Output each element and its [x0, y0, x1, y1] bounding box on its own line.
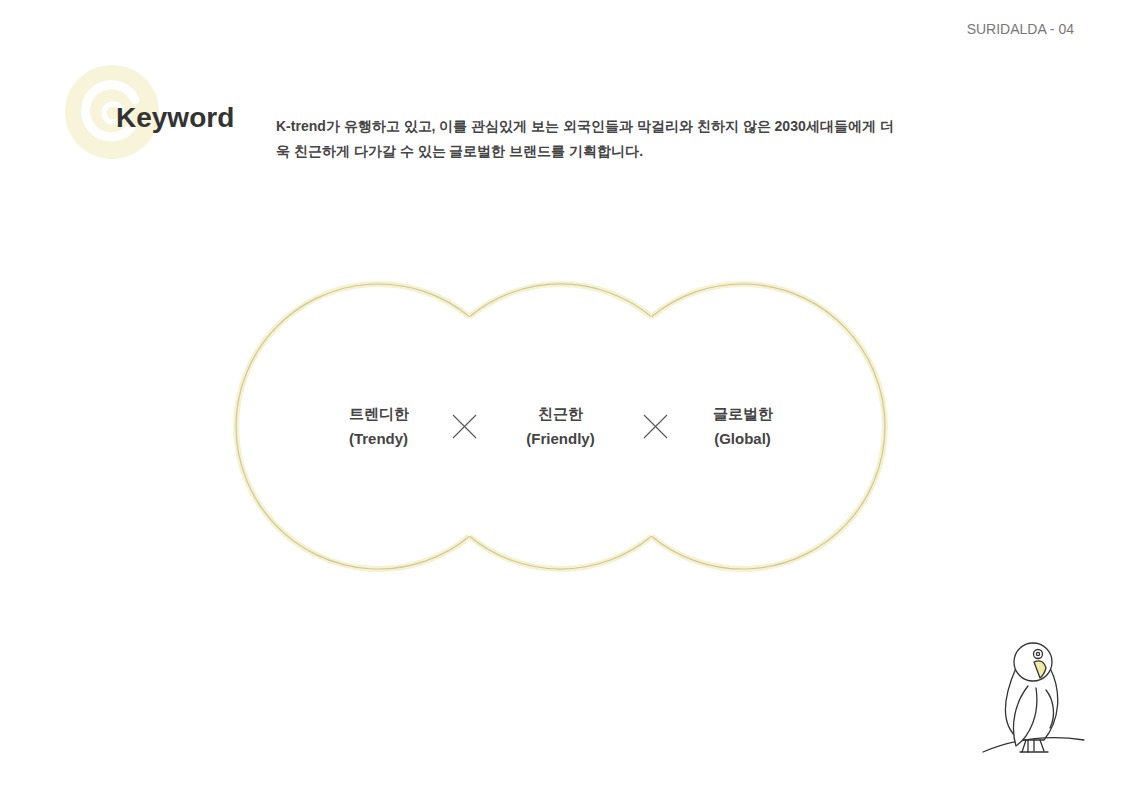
keyword-lobe: 트렌디한 (Trendy): [236, 284, 521, 569]
keyword-text: 친근한 (Friendly): [515, 402, 607, 452]
lobe-outline: [600, 284, 885, 569]
lobe-glow: [470, 284, 652, 569]
lobe-line: [470, 284, 652, 569]
page-title: Keyword: [116, 102, 234, 134]
keyword-lobe: 친근한 (Friendly): [418, 284, 703, 569]
keyword-text: 글로벌한 (Global): [697, 402, 789, 452]
keyword-text: 트렌디한 (Trendy): [333, 402, 425, 452]
lobe-line: [236, 284, 469, 569]
lobe-glow: [652, 284, 885, 569]
intro-text: K-trend가 유행하고 있고, 이를 관심있게 보는 외국인들과 막걸리와 …: [276, 114, 896, 163]
lobe-outline: [236, 284, 521, 569]
keyword-lobe: 글로벌한 (Global): [600, 284, 885, 569]
bird-illustration: [983, 643, 1084, 752]
lobe-glow: [236, 284, 469, 569]
lobe-outline: [418, 284, 703, 569]
lobe-line: [652, 284, 885, 569]
page-number: SURIDALDA - 04: [967, 20, 1074, 38]
